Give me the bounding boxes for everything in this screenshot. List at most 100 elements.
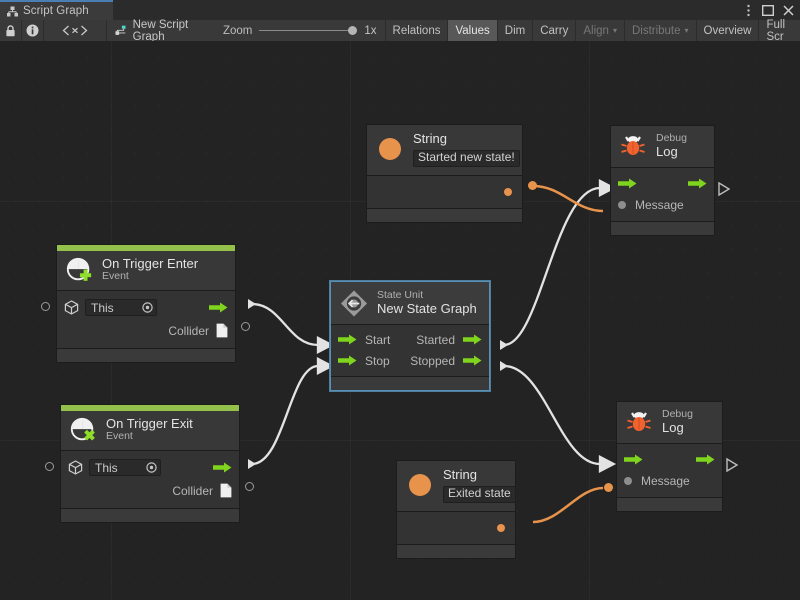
input-port-target-exit[interactable] <box>45 462 54 471</box>
node-string-bottom[interactable]: String Exited state <box>396 460 516 559</box>
graph-name-breadcrumb[interactable]: New Script Graph <box>107 18 214 43</box>
zoom-control[interactable]: Zoom 1x <box>215 20 385 41</box>
port-row-stop: Stop Stopped <box>331 350 489 371</box>
collider-row: Collider <box>61 479 239 502</box>
node-body: This Collider <box>57 290 235 348</box>
flow-output-arrow-icon-started[interactable] <box>463 334 482 345</box>
node-header: String Exited state <box>397 461 516 511</box>
flow-input-arrow-icon[interactable] <box>618 178 637 189</box>
collider-label: Collider <box>168 323 209 338</box>
toolbar-button-relations[interactable]: Relations <box>384 20 449 41</box>
input-port-dot-message-bottom[interactable] <box>604 483 613 492</box>
node-state-unit[interactable]: State Unit New State Graph Start Started <box>330 281 490 391</box>
node-footer <box>617 497 722 511</box>
output-port-collider-exit[interactable] <box>245 482 254 491</box>
collider-document-icon <box>220 483 232 498</box>
output-port-dot-string-top[interactable] <box>528 181 537 190</box>
node-header: On Trigger Exit Event <box>61 411 239 450</box>
graph-hierarchy-icon <box>7 6 18 16</box>
graph-canvas[interactable]: String Started new state! <box>0 41 800 600</box>
node-subtitle: Event <box>102 270 129 283</box>
lock-toggle-button[interactable] <box>0 20 22 41</box>
graph-name-label: New Script Graph <box>132 18 189 43</box>
node-on-trigger-exit[interactable]: On Trigger Exit Event This <box>60 404 240 523</box>
toolbar-button-values[interactable]: Values <box>448 20 498 41</box>
message-label: Message <box>641 474 690 488</box>
window-tab-bar: Script Graph <box>0 0 800 20</box>
chevron-down-icon-distribute: ▾ <box>684 26 689 35</box>
info-icon <box>26 24 39 37</box>
flow-output-arrow-icon[interactable] <box>696 454 715 465</box>
zoom-slider-knob[interactable] <box>348 26 358 35</box>
zoom-label: Zoom <box>222 24 253 37</box>
kebab-menu-icon[interactable] <box>738 0 758 20</box>
target-row: This <box>61 456 239 479</box>
string-value-input[interactable]: Exited state <box>443 485 516 503</box>
toolbar-button-carry[interactable]: Carry <box>533 20 577 41</box>
node-category: Debug <box>662 407 693 420</box>
flow-output-arrow-icon[interactable] <box>213 462 232 473</box>
event-accent-bar <box>57 245 235 251</box>
toolbar-button-align[interactable]: Align ▾ <box>576 20 625 41</box>
toolbar-button-dim[interactable]: Dim <box>498 20 534 41</box>
close-icon[interactable] <box>778 0 798 20</box>
node-footer <box>61 508 239 522</box>
toolbar-label-align: Align <box>583 24 609 37</box>
state-unit-icon <box>340 289 368 317</box>
toolbar-label-distribute: Distribute <box>631 24 681 37</box>
string-value-input[interactable]: Started new state! <box>413 149 520 167</box>
zoom-slider[interactable] <box>259 25 358 36</box>
toolbar-label-carry: Carry <box>540 24 569 37</box>
zoom-value: 1x <box>364 24 377 37</box>
flow-input-arrow-icon-start[interactable] <box>338 334 357 345</box>
gameobject-cube-icon <box>68 460 83 475</box>
toolbar-label-fullscreen: Full Scr <box>766 18 786 43</box>
output-port-value[interactable] <box>497 523 505 532</box>
toolbar-button-fullscreen[interactable]: Full Scr <box>759 18 800 43</box>
node-body: Message <box>617 443 722 497</box>
flow-input-arrow-icon[interactable] <box>624 454 643 465</box>
maximize-icon[interactable] <box>758 0 778 20</box>
node-debug-log-bottom[interactable]: Debug Log Message <box>616 401 723 512</box>
flow-output-arrow-icon-stopped[interactable] <box>463 355 482 366</box>
target-dropdown[interactable]: This <box>85 299 157 316</box>
tab-script-graph[interactable]: Script Graph <box>0 0 113 20</box>
input-port-message[interactable] <box>618 201 626 209</box>
node-body <box>367 174 522 208</box>
string-value: Exited state <box>448 486 511 501</box>
node-body: Start Started Stop Stopped <box>331 324 489 376</box>
flow-output-arrow-icon[interactable] <box>209 302 228 313</box>
zoom-slider-track <box>259 30 358 31</box>
input-port-target-enter[interactable] <box>41 302 50 311</box>
toolbar-label-overview: Overview <box>703 24 752 37</box>
toolbar-label-dim: Dim <box>504 24 526 37</box>
output-port-value[interactable] <box>504 187 512 196</box>
output-port-collider-enter[interactable] <box>241 322 250 331</box>
toolbar-button-overview[interactable]: Overview <box>697 20 760 41</box>
node-string-top[interactable]: String Started new state! <box>366 124 523 223</box>
port-label-start: Start <box>365 332 391 347</box>
target-row: This <box>57 296 235 319</box>
target-dropdown[interactable]: This <box>89 459 161 476</box>
node-on-trigger-enter[interactable]: On Trigger Enter Event This <box>56 244 236 363</box>
node-title: New State Graph <box>377 300 477 316</box>
info-button[interactable] <box>22 20 44 41</box>
flow-output-arrow-icon[interactable] <box>688 178 707 189</box>
target-picker-icon[interactable] <box>142 302 153 313</box>
toolbar-button-distribute[interactable]: Distribute ▾ <box>625 20 697 41</box>
window-controls <box>738 0 798 20</box>
target-picker-icon[interactable] <box>146 462 157 473</box>
target-value: This <box>95 460 118 475</box>
flow-input-arrow-icon-stop[interactable] <box>338 355 357 366</box>
variables-button[interactable] <box>44 20 108 41</box>
message-port-row: Message <box>611 194 714 216</box>
node-footer <box>331 376 489 390</box>
node-header: On Trigger Enter Event <box>57 251 235 290</box>
script-graph-icon <box>115 25 126 35</box>
node-body <box>397 510 515 544</box>
input-port-message[interactable] <box>624 477 632 485</box>
node-debug-log-top[interactable]: Debug Log Message <box>610 125 715 236</box>
node-body: This Collider <box>61 450 239 508</box>
bug-icon <box>619 132 647 160</box>
node-title: String <box>443 467 477 482</box>
